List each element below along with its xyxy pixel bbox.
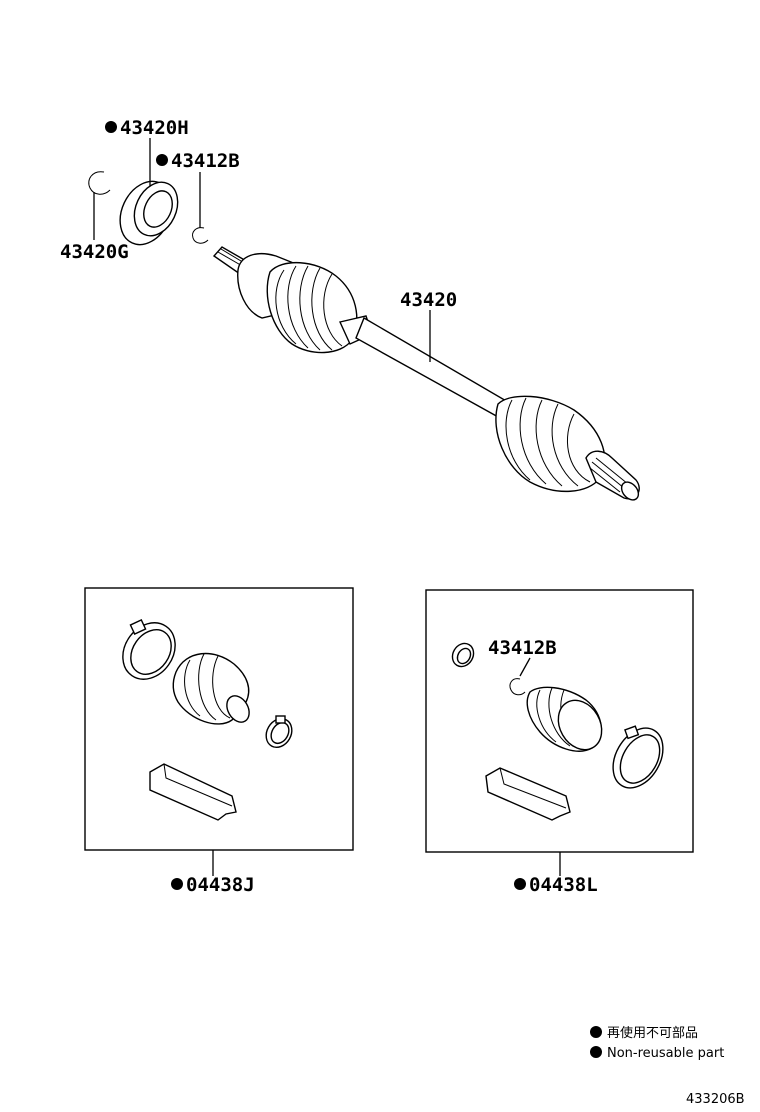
legend-bullet-icon <box>590 1046 602 1058</box>
label-04438l[interactable]: 04438L <box>529 874 598 896</box>
legend-bullet-icon <box>590 1026 602 1038</box>
kit-box-04438j[interactable] <box>84 587 354 851</box>
leader-43412b-box <box>519 657 531 677</box>
clip-43412b[interactable] <box>192 227 209 244</box>
figure-reference-code: 433206B <box>686 1092 745 1107</box>
label-43420h[interactable]: 43420H <box>120 117 189 139</box>
kit-04438j-parts <box>122 619 293 821</box>
non-reusable-marker <box>156 154 168 166</box>
non-reusable-marker <box>171 878 183 890</box>
label-43412b-top[interactable]: 43412B <box>171 150 240 172</box>
non-reusable-marker <box>105 121 117 133</box>
legend-jp: 再使用不可部品 <box>607 1025 698 1041</box>
non-reusable-marker <box>514 878 526 890</box>
kit-04438l-parts <box>451 642 664 821</box>
label-43420[interactable]: 43420 <box>400 289 457 311</box>
label-04438j[interactable]: 04438J <box>186 874 255 896</box>
legend-en: Non-reusable part <box>607 1046 724 1061</box>
bearing-43420h[interactable] <box>110 173 186 253</box>
snap-ring-43420g[interactable] <box>88 171 111 195</box>
label-43420g[interactable]: 43420G <box>60 241 129 263</box>
label-43412b-box[interactable]: 43412B <box>488 637 557 659</box>
drive-shaft-43420[interactable] <box>212 246 642 503</box>
